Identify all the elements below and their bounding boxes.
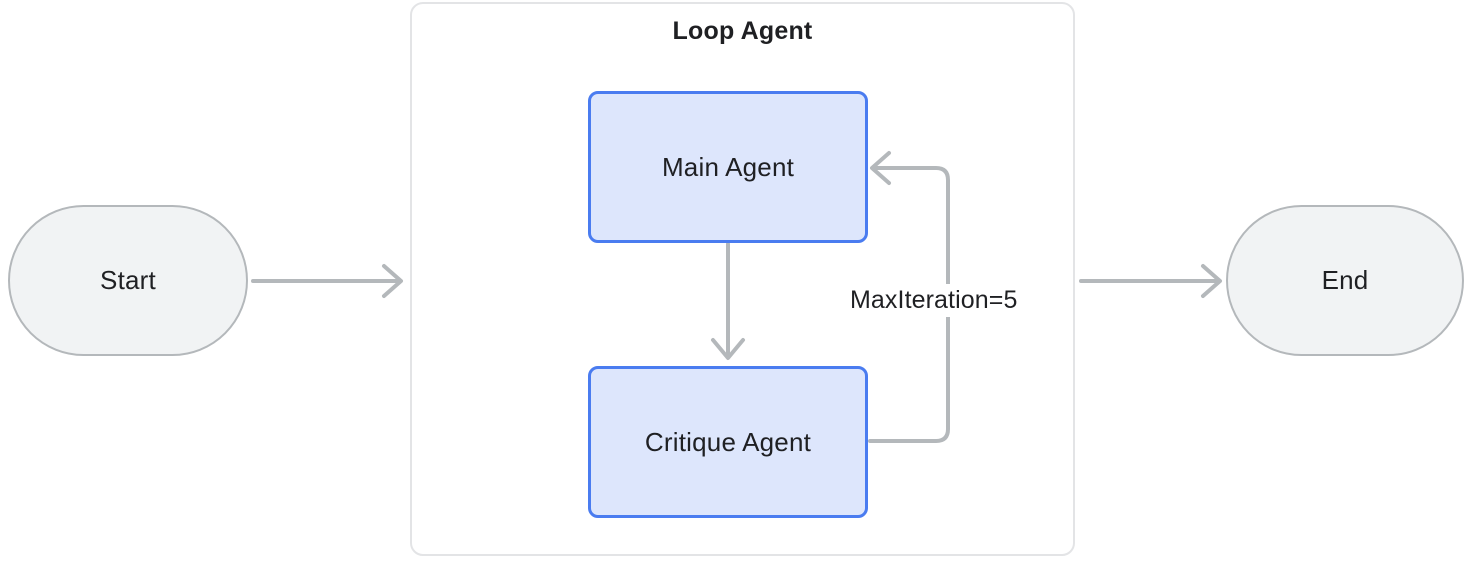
- node-critique-agent[interactable]: Critique Agent: [588, 366, 868, 518]
- edge-label-max-iteration: MaxIteration=5: [845, 284, 1023, 317]
- node-start[interactable]: Start: [8, 205, 248, 356]
- edge-start-to-loop: [251, 264, 403, 298]
- node-main-agent[interactable]: Main Agent: [588, 91, 868, 243]
- loop-agent-title: Loop Agent: [672, 17, 813, 45]
- node-end[interactable]: End: [1226, 205, 1464, 356]
- edge-loop-to-end: [1079, 264, 1222, 298]
